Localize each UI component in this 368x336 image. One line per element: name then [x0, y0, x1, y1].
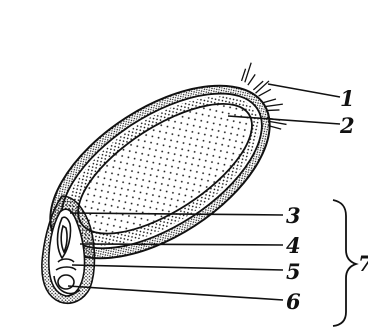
callout-3: 3 [286, 203, 301, 228]
callout-1: 1 [340, 86, 355, 111]
brace-label-7: 7 [358, 251, 368, 276]
embryo-brace [333, 200, 356, 326]
leader-5 [72, 265, 283, 270]
plumule [61, 226, 67, 252]
callout-4: 4 [286, 233, 301, 258]
leader-6 [68, 286, 283, 300]
callout-5: 5 [286, 259, 301, 284]
leader-4 [80, 244, 283, 245]
leader-1 [268, 84, 340, 97]
callout-6: 6 [286, 289, 301, 314]
callout-2: 2 [339, 113, 355, 138]
